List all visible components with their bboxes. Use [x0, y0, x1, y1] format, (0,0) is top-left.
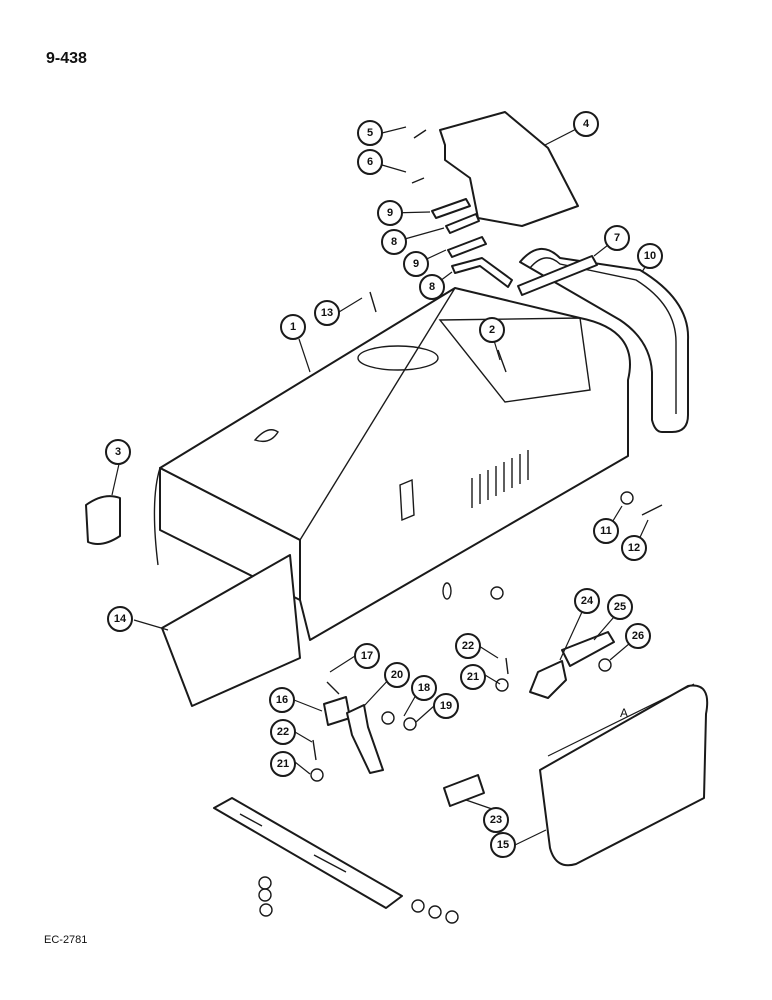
callout-label: 15	[497, 839, 509, 851]
callout-13: 13	[314, 300, 340, 326]
bracket-16	[323, 696, 351, 726]
callout-label: 6	[367, 156, 373, 168]
strip-lower	[451, 257, 513, 288]
callout-17: 17	[354, 643, 380, 669]
side-panel-left	[161, 554, 301, 707]
hardware	[258, 129, 663, 924]
callout-8a: 8	[381, 229, 407, 255]
callout-label: 22	[462, 640, 474, 652]
callout-4: 4	[573, 111, 599, 137]
callout-5: 5	[357, 120, 383, 146]
callout-9b: 9	[403, 251, 429, 277]
callout-23: 23	[483, 807, 509, 833]
callout-24: 24	[574, 588, 600, 614]
callout-7: 7	[604, 225, 630, 251]
callout-22a: 22	[455, 633, 481, 659]
side-trim	[85, 495, 121, 545]
callout-11: 11	[593, 518, 619, 544]
callout-label: 16	[276, 694, 288, 706]
callout-label: 25	[614, 601, 626, 613]
bracket-20	[346, 704, 384, 774]
callout-19: 19	[433, 693, 459, 719]
figure-code: EC-2781	[44, 934, 88, 946]
callout-12: 12	[621, 535, 647, 561]
bracket-25	[561, 631, 615, 667]
callout-label: 24	[581, 595, 594, 607]
callout-label: 9	[387, 207, 393, 219]
callout-label: 18	[418, 682, 430, 694]
callout-1: 1	[280, 314, 306, 340]
callout-25: 25	[607, 594, 633, 620]
hood-body	[153, 287, 631, 641]
callout-label: 4	[583, 118, 590, 130]
bracket-23	[443, 774, 485, 807]
callout-3: 3	[105, 439, 131, 465]
callout-label: 26	[632, 630, 644, 642]
callout-label: 17	[361, 650, 373, 662]
callout-16: 16	[269, 687, 295, 713]
callout-18: 18	[411, 675, 437, 701]
callout-label: 5	[367, 127, 373, 139]
callout-22b: 22	[270, 719, 296, 745]
callout-label: 23	[490, 814, 502, 826]
callout-label: 9	[413, 258, 419, 270]
callout-label: 19	[440, 700, 452, 712]
gasket-lower	[447, 236, 487, 258]
callout-label: 8	[429, 281, 435, 293]
callout-label: 12	[628, 542, 640, 554]
bracket-24	[529, 660, 567, 699]
callout-21a: 21	[460, 664, 486, 690]
callout-15: 15	[490, 832, 516, 858]
callout-20: 20	[384, 662, 410, 688]
callout-label: 21	[467, 671, 479, 683]
callout-label: 1	[290, 321, 296, 333]
callout-label: 3	[115, 446, 121, 458]
callout-label: 10	[644, 250, 656, 262]
callout-label: 20	[391, 669, 403, 681]
callout-6: 6	[357, 149, 383, 175]
callout-9a: 9	[377, 200, 403, 226]
callout-21b: 21	[270, 751, 296, 777]
strip-upper	[445, 213, 480, 234]
access-cover	[439, 111, 579, 227]
seal-strip	[517, 255, 598, 296]
callout-8b: 8	[419, 274, 445, 300]
page-number: 9-438	[46, 50, 87, 67]
callout-label: 8	[391, 236, 397, 248]
callout-2: 2	[479, 317, 505, 343]
callout-label: 21	[277, 758, 289, 770]
callout-label: 13	[321, 307, 333, 319]
callout-label: 7	[614, 232, 620, 244]
grille-seal	[519, 248, 690, 433]
gasket-upper	[431, 198, 471, 219]
callout-14: 14	[107, 606, 133, 632]
callout-label: 14	[114, 613, 127, 625]
dimension-label: A	[620, 706, 628, 720]
callout-label: 11	[600, 525, 612, 537]
callout-26: 26	[625, 623, 651, 649]
callout-label: 22	[277, 726, 289, 738]
callout-10: 10	[637, 243, 663, 269]
side-panel-right	[539, 684, 709, 867]
callout-label: 2	[489, 324, 495, 336]
